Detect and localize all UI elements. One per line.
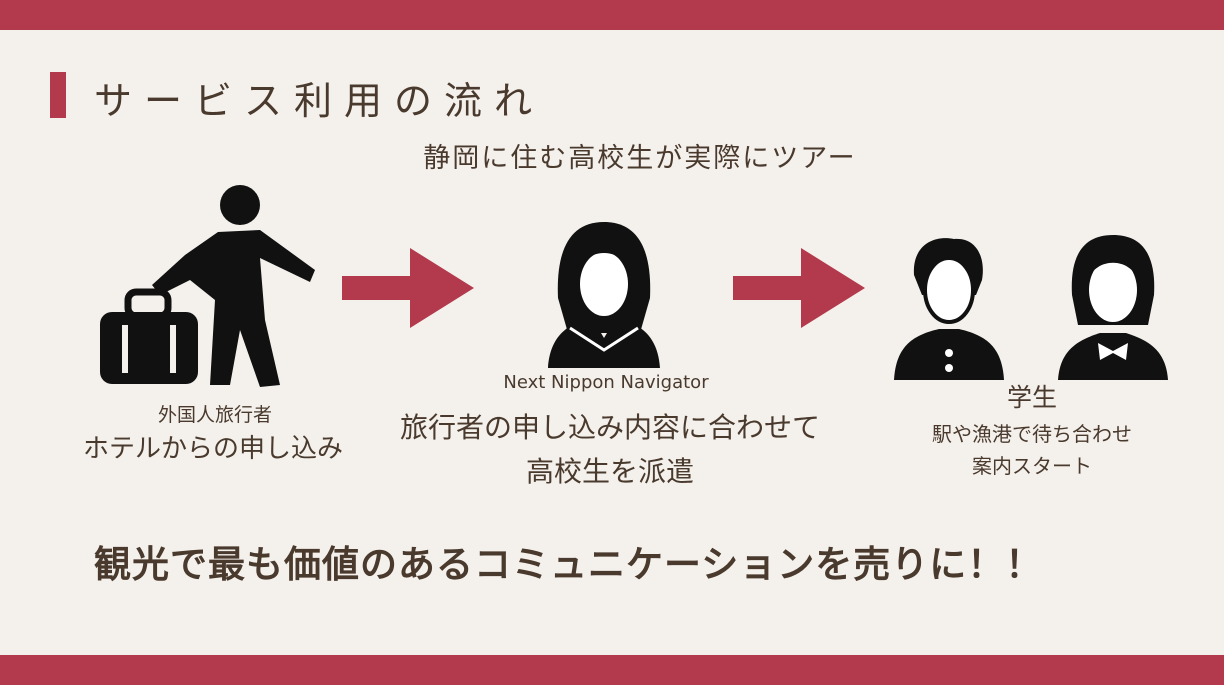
- top-banner: [0, 0, 1224, 30]
- step3-label: 学生: [1006, 383, 1058, 412]
- page-subtitle: 静岡に住む高校生が実際にツアー: [423, 143, 857, 174]
- step3-desc-line2: 案内スタート: [972, 454, 1092, 478]
- tagline: 観光で最も価値のあるコミュニケーションを売りに！！: [94, 543, 1044, 586]
- title-marker: [50, 72, 66, 118]
- female-student-icon: [1058, 235, 1168, 380]
- step2-label: Next Nippon Navigator: [503, 372, 709, 393]
- male-student-icon: [894, 238, 1004, 380]
- bottom-banner: [0, 655, 1224, 685]
- step3-desc-line1: 駅や漁港で待ち合わせ: [932, 422, 1132, 446]
- step2-desc-line2: 高校生を派遣: [525, 455, 695, 488]
- step2-desc-line1: 旅行者の申し込み内容に合わせて: [399, 411, 821, 444]
- step1-label: 外国人旅行者: [157, 404, 273, 426]
- arrow-right-icon: [733, 248, 865, 328]
- arrow-right-icon: [342, 248, 474, 328]
- page-title: サービス利用の流れ: [94, 79, 545, 123]
- step1-desc: ホテルからの申し込み: [82, 434, 344, 464]
- traveler-with-suitcase-icon: [100, 185, 315, 387]
- female-student-navigator-icon: [548, 222, 660, 368]
